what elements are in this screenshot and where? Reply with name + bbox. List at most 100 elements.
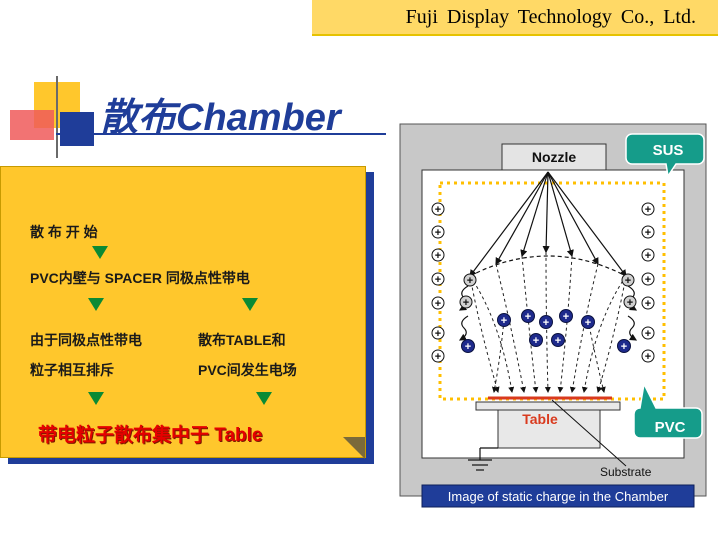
substrate-pointer [551,399,627,467]
blue-particles [461,309,631,353]
plus-left-7: + [435,351,441,363]
pvc-label: PVC [655,419,686,436]
down-arrow-4 [88,392,104,405]
charge-right-6 [641,326,655,340]
step-pvc-charge: PVC内壁与 SPACER 同极点性带电 [30,270,250,286]
sus-callout [625,133,705,178]
grey-particle-2 [459,295,473,309]
grey-particles [459,273,637,309]
charge-left-1 [431,202,445,216]
grey-sign-4: + [627,297,633,309]
grey-sign-1: + [467,275,473,287]
charge-left-3 [431,248,445,262]
right-reason-line1: 散布TABLE和 [198,332,286,348]
grey-particle-4 [623,295,637,309]
ground-symbol [468,447,498,471]
blue-sign-6: + [533,335,539,347]
blue-particle-signs: + + + + + + + + + [465,311,627,353]
charge-left-6 [431,326,445,340]
plus-right-6: + [645,328,651,340]
explanation-panel [0,166,366,458]
plus-left-4: + [435,274,441,286]
plus-left-1: + [435,204,441,216]
plus-left-2: + [435,227,441,239]
substrate-label: Substrate [600,465,652,479]
caption-box [421,484,695,508]
blue-particle-5 [581,315,595,329]
down-arrow-3 [242,298,258,311]
spray-lines [469,171,627,277]
down-arrow-5 [256,392,272,405]
blue-particle-7 [551,333,565,347]
blue-sign-9: + [621,341,627,353]
left-reason-line1: 由于同极点性带电 [30,332,142,348]
charge-right-4 [641,272,655,286]
blue-sign-4: + [563,311,569,323]
blue-sign-8: + [465,341,471,353]
plus-left-3: + [435,250,441,262]
charge-right-5 [641,296,655,310]
plus-right-4: + [645,274,651,286]
left-wall-charges [431,202,445,363]
blue-sign-7: + [555,335,561,347]
nozzle-label: Nozzle [532,149,577,165]
panel-corner-fold [343,437,365,459]
slide-title: 散布Chamber [100,97,341,139]
right-wall-charges [641,202,655,363]
sus-label: SUS [653,142,684,159]
diagram-caption: Image of static charge in the Chamber [448,489,669,504]
charge-left-2 [431,225,445,239]
charge-right-7 [641,349,655,363]
down-arrow-2 [88,298,104,311]
left-reason-line2: 粒子相互排斥 [30,362,114,378]
table-top [475,401,621,411]
plus-right-7: + [645,351,651,363]
charge-right-3 [641,248,655,262]
grey-particle-3 [621,273,635,287]
blue-sign-5: + [585,317,591,329]
deco-vertical-line [56,76,58,158]
plus-right-3: + [645,250,651,262]
blue-sign-3: + [543,317,549,329]
plus-right-5: + [645,298,651,310]
company-name: Fuji Display Technology Co., Ltd. [405,6,696,28]
blue-particle-9 [617,339,631,353]
grey-sign-3: + [625,275,631,287]
plus-left-6: + [435,328,441,340]
charge-left-5 [431,296,445,310]
blue-particle-2 [521,309,535,323]
charge-right-2 [641,225,655,239]
charge-left-7 [431,349,445,363]
blue-particle-1 [497,313,511,327]
blue-particle-6 [529,333,543,347]
blue-particle-4 [559,309,573,323]
grey-particle-signs: + + + + [463,275,633,309]
blue-sign-2: + [525,311,531,323]
blue-sign-1: + [501,315,507,327]
header-bar: Fuji Display Technology Co., Ltd. [312,0,718,36]
table-body [497,409,601,449]
nozzle-box [501,143,607,171]
right-reason-line2: PVC间发生电场 [198,362,297,378]
charge-left-4 [431,272,445,286]
plus-right-1: + [645,204,651,216]
grey-sign-2: + [463,297,469,309]
plus-left-5: + [435,298,441,310]
blue-particle-3 [539,315,553,329]
pvc-lining [438,181,666,401]
title-underline [56,133,386,135]
blue-particle-8 [461,339,475,353]
down-arrow-1 [92,246,108,259]
deco-blue-square [60,112,94,146]
pvc-callout [633,381,703,439]
grey-particle-1 [463,273,477,287]
step-start: 散 布 开 始 [30,224,98,240]
left-wall-plus-signs: + + + + + + + [435,204,441,363]
right-wall-plus-signs: + + + + + + + [645,204,651,363]
plus-right-2: + [645,227,651,239]
deco-red-square [10,110,54,140]
table-label: Table [522,411,558,427]
charge-right-1 [641,202,655,216]
conclusion-text: 带电粒子散布集中于 Table [38,425,263,446]
